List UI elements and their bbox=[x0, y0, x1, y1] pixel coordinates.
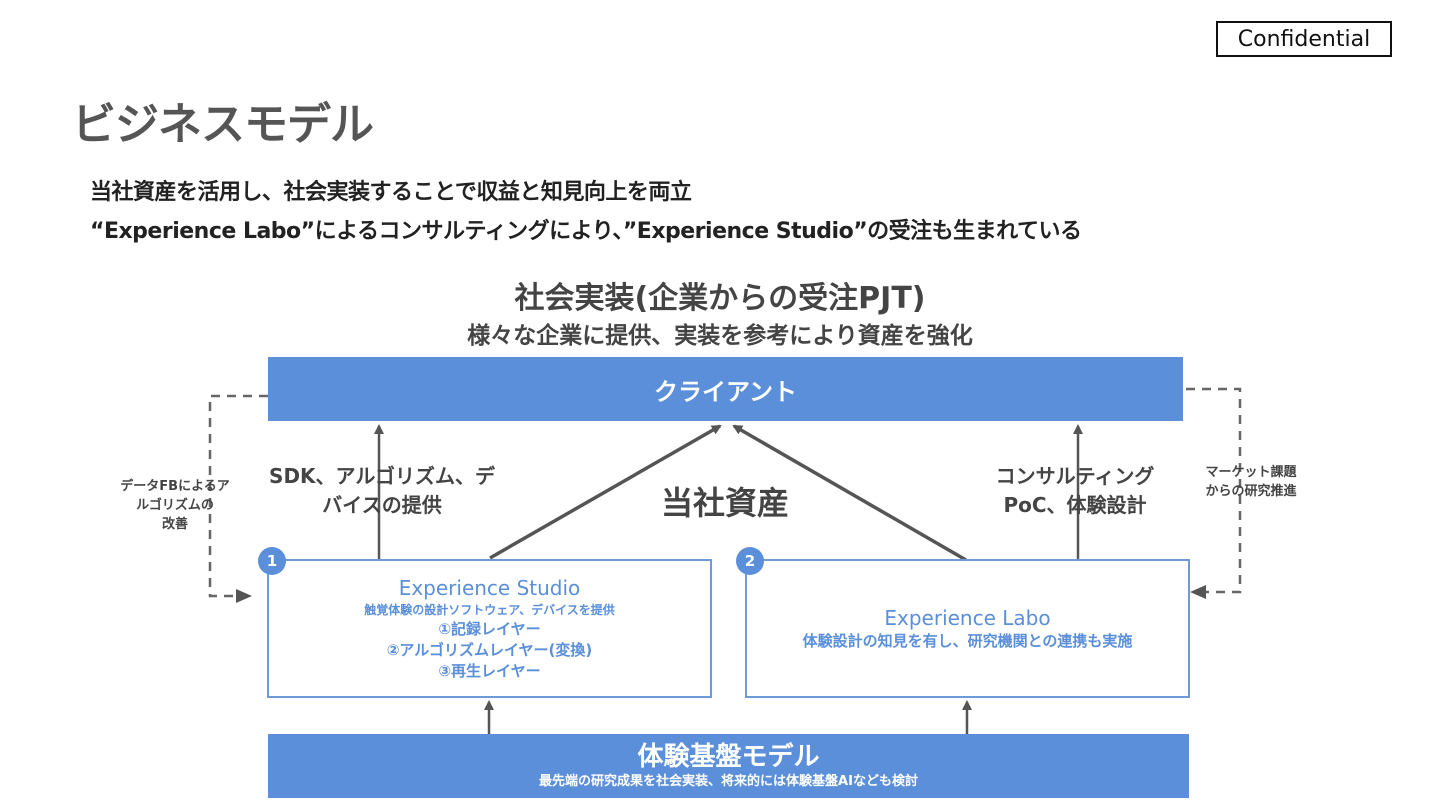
base-model-bar: 体験基盤モデル 最先端の研究成果を社会実装、将来的には体験基盤AIなども検討 bbox=[268, 734, 1189, 798]
studio-number-badge: 1 bbox=[258, 547, 286, 575]
left-arrow-label-line: SDK、アルゴリズム、デ bbox=[269, 464, 495, 488]
diagram-heading-sub: 様々な企業に提供、実装を参考により資産を強化 bbox=[467, 323, 973, 349]
right-arrow-label: コンサルティング PoC、体験設計 bbox=[965, 462, 1185, 520]
assets-label: 当社資産 bbox=[660, 484, 789, 522]
labo-desc: 体験設計の知見を有し、研究機関との連携も実施 bbox=[802, 632, 1133, 650]
studio-desc: 触覚体験の設計ソフトウェア、デバイスを提供 bbox=[364, 603, 615, 617]
right-feedback-line bbox=[1186, 387, 1242, 594]
experience-labo-box: Experience Labo 体験設計の知見を有し、研究機関との連携も実施 bbox=[745, 559, 1190, 698]
studio-layer: ①記録レイヤー bbox=[438, 620, 541, 638]
right-feedback-label-line: マーケット課題 bbox=[1205, 465, 1297, 480]
left-feedback-label-line: ルゴリズムの bbox=[136, 498, 214, 513]
labo-name: Experience Labo bbox=[884, 606, 1051, 630]
right-arrow-label-line: コンサルティング bbox=[995, 464, 1155, 488]
studio-layer: ③再生レイヤー bbox=[438, 662, 541, 680]
labo-diagonal-arrow bbox=[732, 424, 967, 562]
left-feedback-label: データFBによるア ルゴリズムの 改善 bbox=[110, 477, 240, 534]
studio-layer: ②アルゴリズムレイヤー(変換) bbox=[386, 641, 593, 659]
subtitle-line-1: 当社資産を活用し、社会実装することで収益と知見向上を両立 bbox=[90, 180, 692, 205]
base-title: 体験基盤モデル bbox=[637, 742, 820, 772]
labo-number-badge: 2 bbox=[736, 547, 764, 575]
left-arrow-label: SDK、アルゴリズム、デ バイスの提供 bbox=[262, 462, 502, 520]
right-feedback-arrowhead bbox=[1190, 585, 1206, 599]
left-arrow-label-line: バイスの提供 bbox=[322, 493, 442, 517]
diagram-heading: 社会実装(企業からの受注PJT) bbox=[514, 281, 926, 316]
left-feedback-label-line: データFBによるア bbox=[120, 479, 230, 494]
experience-studio-box: Experience Studio 触覚体験の設計ソフトウェア、デバイスを提供 … bbox=[267, 559, 712, 698]
right-feedback-label: マーケット課題 からの研究推進 bbox=[1196, 463, 1306, 501]
left-feedback-arrowhead bbox=[236, 589, 252, 603]
studio-name: Experience Studio bbox=[398, 576, 581, 600]
client-label: クライアント bbox=[653, 377, 798, 406]
right-feedback-label-line: からの研究推進 bbox=[1205, 484, 1297, 499]
confidential-badge: Confidential bbox=[1216, 21, 1392, 57]
page-title: ビジネスモデル bbox=[72, 99, 374, 150]
left-feedback-line bbox=[208, 394, 268, 598]
studio-diagonal-arrow bbox=[489, 424, 722, 560]
left-feedback-label-line: 改善 bbox=[161, 517, 188, 532]
client-bar: クライアント bbox=[268, 357, 1183, 421]
subtitle-line-2: “Experience Labo”によるコンサルティングにより、”Experie… bbox=[90, 219, 1082, 244]
right-arrow-label-line: PoC、体験設計 bbox=[1003, 493, 1147, 517]
base-desc: 最先端の研究成果を社会実装、将来的には体験基盤AIなども検討 bbox=[539, 774, 918, 789]
